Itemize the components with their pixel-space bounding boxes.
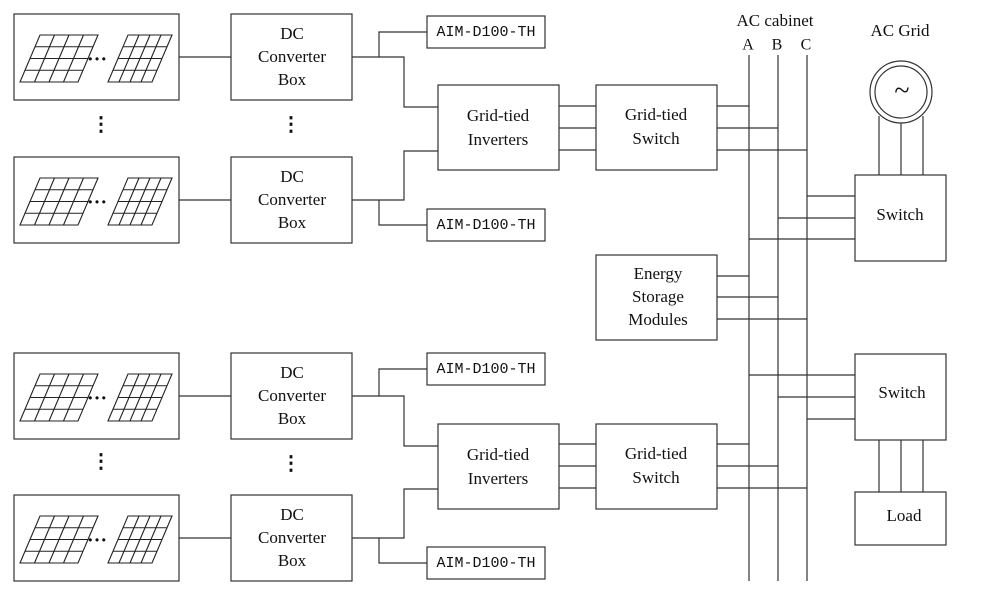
monitor-box-2: AIM-D100-TH [426, 208, 546, 242]
grid-tied-inverters-top: Grid-tied Inverters [437, 84, 560, 171]
load-switch: Switch [854, 353, 947, 441]
gt-switch-line1: Grid-tied [625, 105, 688, 124]
ellipsis-dc-bottom: ⋮ [281, 453, 301, 475]
dc-box-line3: Box [278, 551, 307, 570]
gt-switch-line2: Switch [632, 468, 680, 487]
load-label: Load [887, 506, 922, 525]
monitor-box-1: AIM-D100-TH [426, 15, 546, 49]
pv-array-4: … [13, 494, 180, 582]
energy-storage-modules: Energy Storage Modules [595, 254, 718, 341]
monitor-box-4: AIM-D100-TH [426, 546, 546, 580]
dc-converter-box-1: DC Converter Box [230, 13, 353, 101]
ellipsis-dc-top: ⋮ [281, 114, 301, 136]
grid-switch: Switch [854, 174, 947, 262]
dc-box-line1: DC [280, 363, 304, 382]
dc-converter-box-4: DC Converter Box [230, 494, 353, 582]
ac-cabinet-title: AC cabinet [737, 11, 814, 30]
dc-box-line2: Converter [258, 386, 326, 405]
pv-array-dots: … [87, 44, 107, 66]
inverter-line1: Grid-tied [467, 445, 530, 464]
phase-c-label: C [801, 37, 812, 54]
gt-switch-line2: Switch [632, 129, 680, 148]
monitor-label: AIM-D100-TH [436, 361, 535, 378]
dc-box-line1: DC [280, 167, 304, 186]
pv-array-dots: … [87, 187, 107, 209]
dc-box-line3: Box [278, 409, 307, 428]
connection-lines [179, 31, 924, 581]
dc-box-line3: Box [278, 213, 307, 232]
inverter-line2: Inverters [468, 130, 528, 149]
dc-box-line2: Converter [258, 47, 326, 66]
dc-box-line1: DC [280, 505, 304, 524]
ellipsis-pv-top: ⋮ [91, 114, 111, 136]
pv-array-dots: … [87, 383, 107, 405]
ac-grid: AC Grid ~ [869, 21, 933, 124]
inverter-line1: Grid-tied [467, 106, 530, 125]
pv-array-2: … [13, 156, 180, 244]
grid-switch-label: Switch [876, 205, 924, 224]
load-box: Load [854, 491, 947, 546]
phase-a-label: A [742, 37, 754, 54]
ac-symbol-icon: ~ [894, 75, 909, 106]
grid-tied-switch-bottom: Grid-tied Switch [595, 423, 718, 510]
dc-box-line2: Converter [258, 528, 326, 547]
ac-grid-title: AC Grid [870, 21, 930, 40]
energy-line2: Storage [632, 287, 684, 306]
monitor-label: AIM-D100-TH [436, 217, 535, 234]
gt-switch-line1: Grid-tied [625, 444, 688, 463]
dc-box-line3: Box [278, 70, 307, 89]
inverter-line2: Inverters [468, 469, 528, 488]
dc-box-line2: Converter [258, 190, 326, 209]
dc-converter-box-2: DC Converter Box [230, 156, 353, 244]
energy-line1: Energy [634, 264, 683, 283]
dc-converter-box-3: DC Converter Box [230, 352, 353, 440]
monitor-label: AIM-D100-TH [436, 555, 535, 572]
pv-array-1: … [13, 13, 180, 101]
monitor-box-3: AIM-D100-TH [426, 352, 546, 386]
grid-tied-switch-top: Grid-tied Switch [595, 84, 718, 171]
energy-line3: Modules [628, 310, 688, 329]
ellipsis-pv-bottom: ⋮ [91, 451, 111, 473]
monitor-label: AIM-D100-TH [436, 24, 535, 41]
phase-b-label: B [772, 37, 783, 54]
dc-box-line1: DC [280, 24, 304, 43]
grid-tied-inverters-bottom: Grid-tied Inverters [437, 423, 560, 510]
pv-array-dots: … [87, 525, 107, 547]
load-switch-label: Switch [878, 383, 926, 402]
pv-array-3: … [13, 352, 180, 440]
